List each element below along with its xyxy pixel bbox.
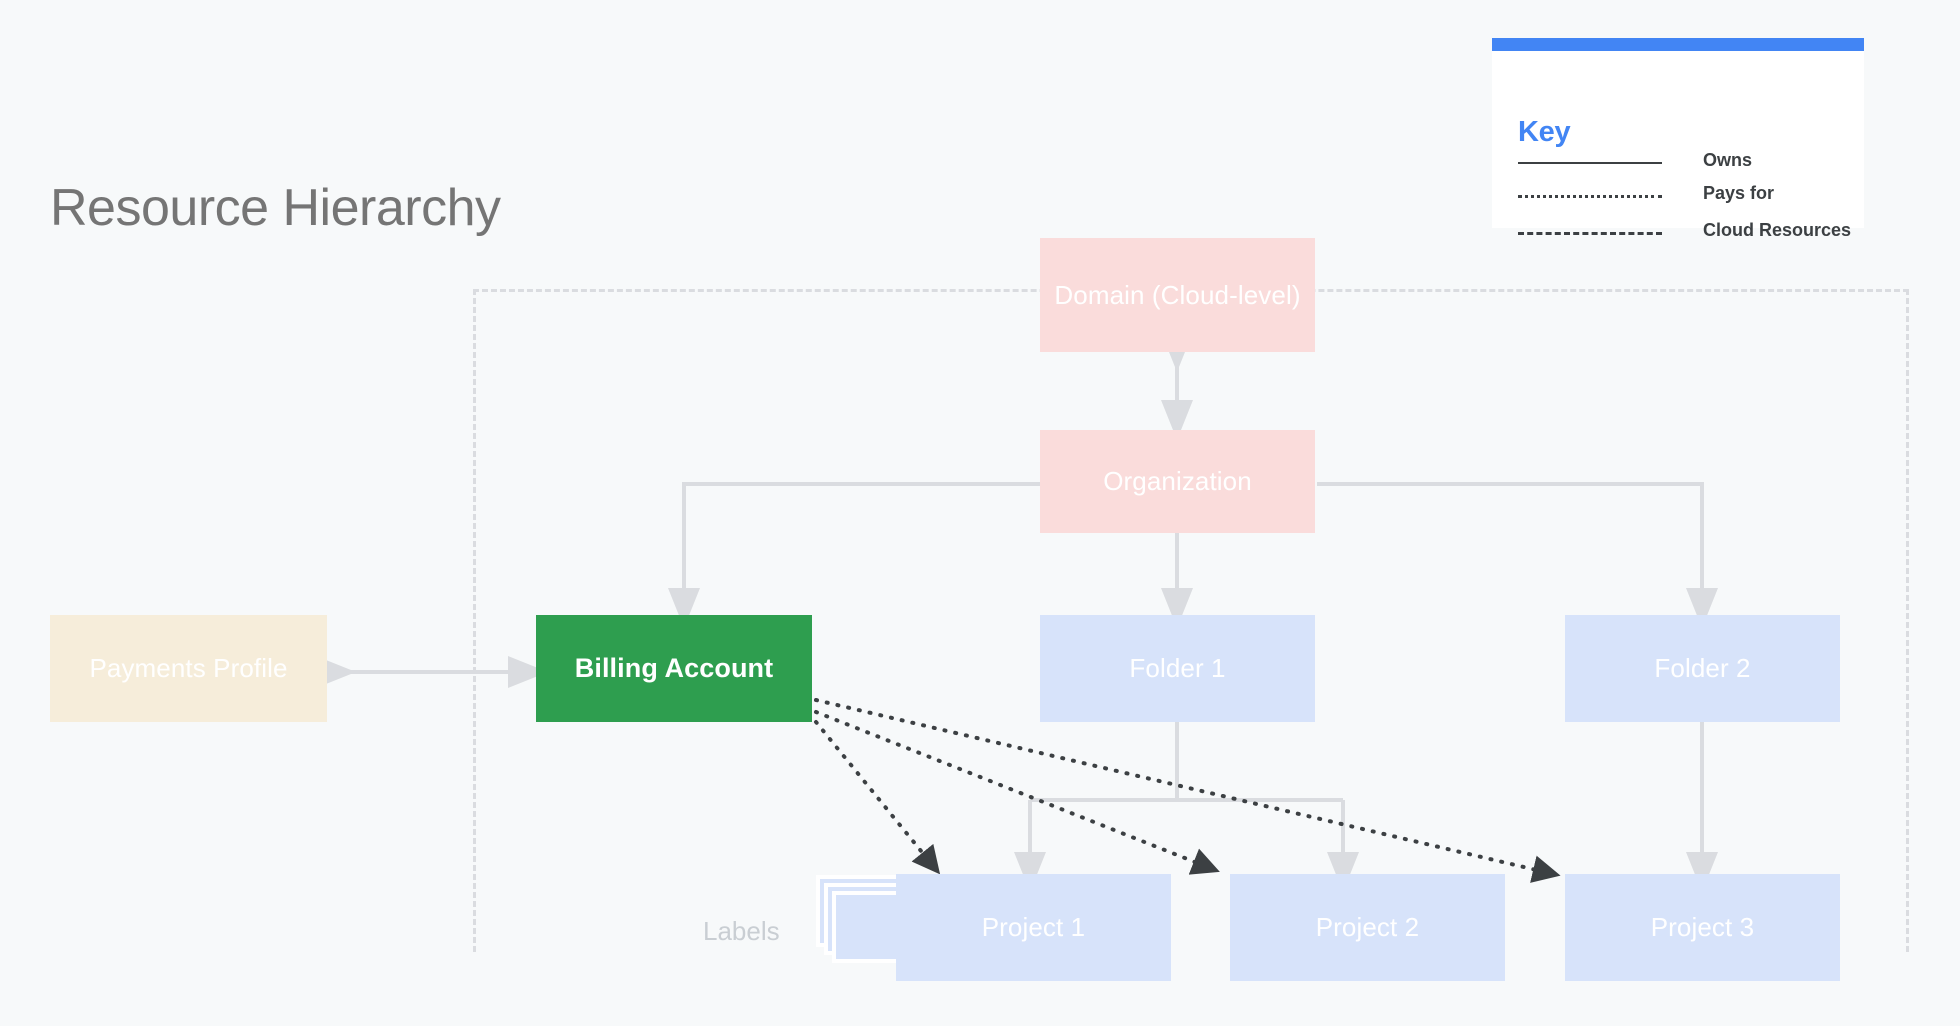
- labels-caption: Labels: [703, 916, 780, 946]
- key-row-cloud-resources: Cloud Resources: [1518, 218, 1851, 256]
- node-folder-1[interactable]: Folder 1: [1040, 615, 1315, 722]
- node-project-3[interactable]: Project 3: [1565, 874, 1840, 981]
- page-title: Resource Hierarchy: [50, 179, 501, 237]
- node-folder-2[interactable]: Folder 2: [1565, 615, 1840, 722]
- node-organization[interactable]: Organization: [1040, 430, 1315, 533]
- key-sample-solid-line-icon: [1518, 162, 1662, 164]
- node-project-2[interactable]: Project 2: [1230, 874, 1505, 981]
- key-sample-dotted-line-icon: [1518, 195, 1662, 198]
- key-accent-bar: [1492, 38, 1864, 51]
- key-label-owns: Owns: [1703, 150, 1753, 170]
- node-payments-profile-label: Payments Profile: [89, 653, 288, 683]
- node-billing-account-label: Billing Account: [574, 653, 774, 683]
- key-legend: Key Owns Pays for Cloud Resources: [1492, 38, 1864, 240]
- node-domain[interactable]: Domain (Cloud-level): [1040, 238, 1315, 352]
- key-row-owns: Owns: [1518, 148, 1848, 186]
- node-project-1-label: Project 1: [981, 912, 1086, 942]
- node-payments-profile[interactable]: Payments Profile: [50, 615, 327, 722]
- node-folder-2-label: Folder 2: [1654, 653, 1751, 683]
- node-billing-account[interactable]: Billing Account: [536, 615, 812, 722]
- key-sample-dashed-line-icon: [1518, 232, 1662, 235]
- node-folder-1-label: Folder 1: [1129, 653, 1226, 683]
- key-title: Key: [1518, 116, 1571, 148]
- node-project-2-label: Project 2: [1315, 912, 1420, 942]
- key-label-cloud-resources: Cloud Resources: [1703, 220, 1852, 240]
- node-project-3-label: Project 3: [1650, 912, 1755, 942]
- node-domain-label: Domain (Cloud-level): [1054, 279, 1301, 310]
- key-row-pays-for: Pays for: [1518, 181, 1848, 219]
- node-project-1[interactable]: Project 1: [896, 874, 1171, 981]
- key-label-pays-for: Pays for: [1703, 183, 1775, 203]
- node-organization-label: Organization: [1103, 466, 1252, 496]
